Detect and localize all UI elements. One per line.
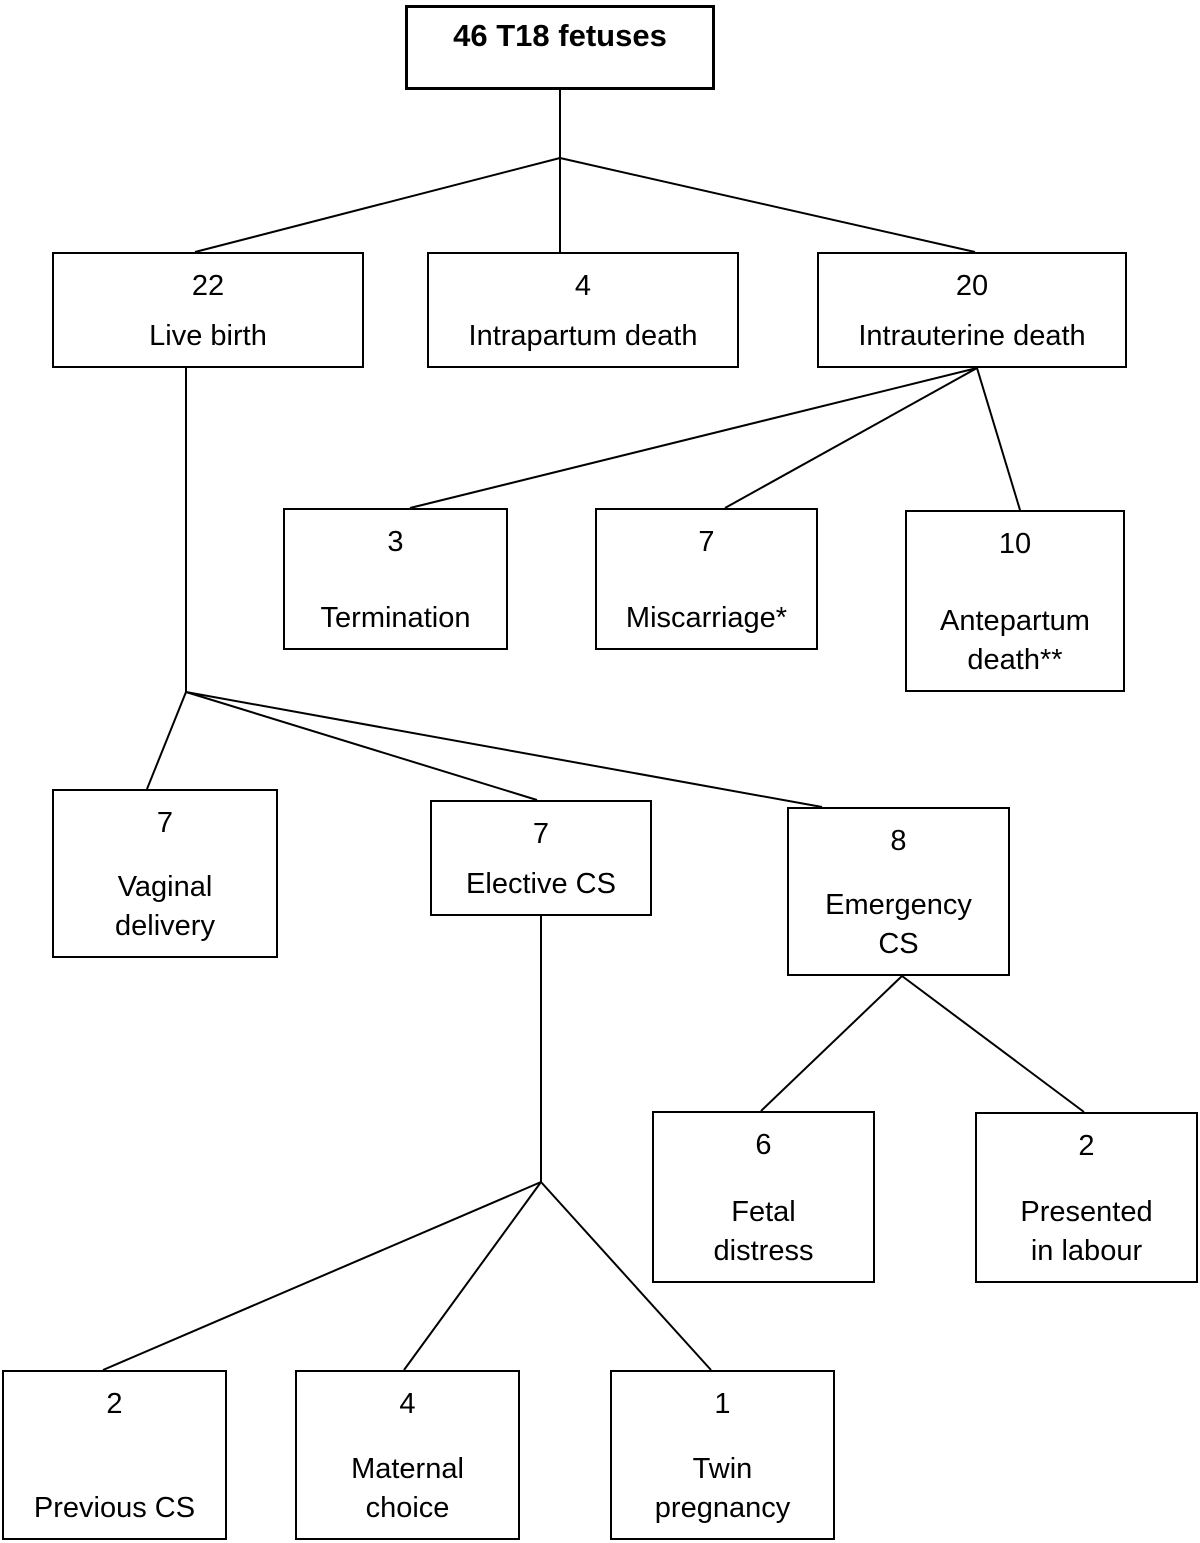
node-antepartum-death-count: 10 <box>998 528 1032 560</box>
node-intrapartum-death-count: 4 <box>574 270 592 302</box>
node-fetal-distress: 6 Fetal distress <box>652 1111 875 1283</box>
node-intrapartum-death: 4 Intrapartum death <box>427 252 739 368</box>
node-termination-label: Termination <box>320 601 471 634</box>
node-presented-in-labour-label: Presented in labour <box>1020 1196 1153 1267</box>
edge-elective-maternal-choice <box>403 1181 542 1371</box>
edge-live-elective-cs <box>185 691 538 801</box>
node-miscarriage: 7 Miscarriage* <box>595 508 818 650</box>
node-twin-pregnancy-count: 1 <box>714 1388 731 1420</box>
node-vaginal-delivery-label: Vaginal delivery <box>115 871 215 942</box>
node-total-fetuses-label: 46 T18 fetuses <box>453 18 667 54</box>
node-antepartum-death: 10 Antepartum death** <box>905 510 1125 692</box>
node-elective-cs: 7 Elective CS <box>430 800 652 916</box>
node-elective-cs-count: 7 <box>532 818 550 850</box>
node-termination-count: 3 <box>387 526 404 558</box>
node-live-birth: 22 Live birth <box>52 252 364 368</box>
node-previous-cs-label: Previous CS <box>33 1491 196 1524</box>
node-emergency-cs-count: 8 <box>890 825 907 857</box>
edge-elective-twin-pregnancy <box>540 1181 712 1371</box>
node-intrauterine-death: 20 Intrauterine death <box>817 252 1127 368</box>
edge-live-emergency-cs <box>185 691 823 808</box>
node-live-birth-count: 22 <box>191 270 225 302</box>
node-previous-cs-count: 2 <box>106 1388 123 1420</box>
node-intrauterine-death-count: 20 <box>955 270 989 302</box>
node-termination: 3 Termination <box>283 508 508 650</box>
edge-intrauterine-antepartum <box>976 367 1021 511</box>
node-presented-in-labour: 2 Presented in labour <box>975 1112 1198 1283</box>
node-miscarriage-label: Miscarriage* <box>625 601 788 634</box>
node-twin-pregnancy: 1 Twin pregnancy <box>610 1370 835 1540</box>
node-presented-in-labour-count: 2 <box>1078 1130 1095 1162</box>
node-maternal-choice-label: Maternal choice <box>351 1453 464 1524</box>
node-miscarriage-count: 7 <box>698 526 715 558</box>
node-emergency-cs-label: Emergency CS <box>825 889 972 960</box>
node-fetal-distress-label: Fetal distress <box>713 1196 814 1267</box>
edge-elective-previous-cs <box>102 1181 542 1371</box>
edge-emergency-fetal-distress <box>760 975 903 1112</box>
edge-emergency-presented-in-labour <box>901 975 1085 1113</box>
node-elective-cs-label: Elective CS <box>466 867 616 900</box>
edge-root-live-birth <box>194 157 561 253</box>
node-twin-pregnancy-label: Twin pregnancy <box>654 1453 791 1524</box>
node-intrauterine-death-label: Intrauterine death <box>858 319 1086 352</box>
edge-intrauterine-termination <box>409 367 978 509</box>
node-vaginal-delivery: 7 Vaginal delivery <box>52 789 278 958</box>
node-live-birth-label: Live birth <box>149 319 267 352</box>
node-total-fetuses: 46 T18 fetuses <box>405 5 715 90</box>
node-vaginal-delivery-count: 7 <box>156 807 174 839</box>
node-emergency-cs: 8 Emergency CS <box>787 807 1010 976</box>
node-intrapartum-death-label: Intrapartum death <box>468 319 698 352</box>
node-maternal-choice-count: 4 <box>399 1388 416 1420</box>
node-antepartum-death-label: Antepartum death** <box>940 605 1090 676</box>
edge-live-vaginal-delivery <box>146 691 187 790</box>
node-maternal-choice: 4 Maternal choice <box>295 1370 520 1540</box>
edge-root-intrauterine-death <box>559 157 976 253</box>
edge-intrauterine-miscarriage <box>724 367 978 509</box>
node-fetal-distress-count: 6 <box>755 1129 772 1161</box>
node-previous-cs: 2 Previous CS <box>2 1370 227 1540</box>
